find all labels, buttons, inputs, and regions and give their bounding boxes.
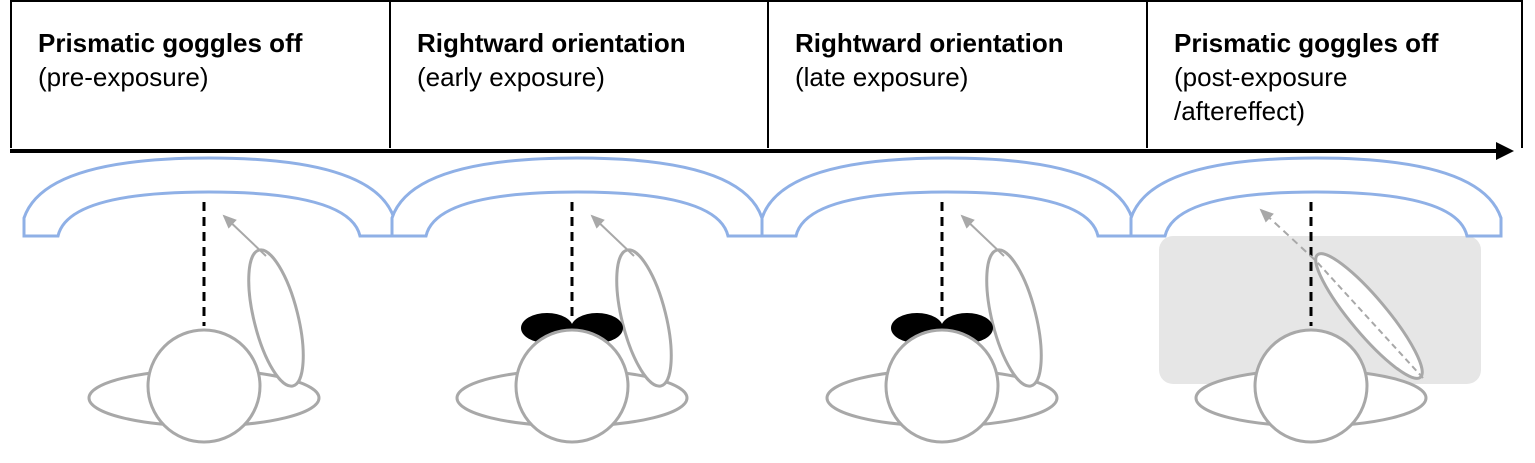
head-outline: [146, 328, 262, 444]
phase-post-exposure: Prismatic goggles off (post-exposure /af…: [1148, 2, 1521, 148]
phase-title: Rightward orientation: [795, 28, 1064, 58]
phase-late-exposure: Rightward orientation (late exposure): [769, 2, 1148, 148]
pointing-arrow: [590, 214, 635, 257]
phase-subtitle: (early exposure): [417, 62, 605, 92]
pointing-board: [390, 156, 764, 238]
phase-title: Rightward orientation: [417, 28, 686, 58]
phase-subtitle: (late exposure): [795, 62, 969, 92]
phase-title: Prismatic goggles off: [38, 28, 303, 58]
phase-subtitle: (post-exposure /aftereffect): [1174, 62, 1348, 126]
head-outline: [514, 328, 630, 444]
pointing-board: [760, 156, 1134, 238]
phase-subtitle: (pre-exposure): [38, 62, 209, 92]
phase-pre-exposure: Prismatic goggles off (pre-exposure): [12, 2, 391, 148]
pointing-board: [1129, 156, 1503, 238]
head-outline: [884, 328, 1000, 444]
phase-title: Prismatic goggles off: [1174, 28, 1439, 58]
head-outline: [1253, 328, 1369, 444]
pointing-board: [22, 156, 396, 238]
timeline-header: Prismatic goggles off (pre-exposure) Rig…: [10, 0, 1523, 148]
phase-early-exposure: Rightward orientation (early exposure): [391, 2, 769, 148]
pointing-arrow: [960, 214, 1005, 257]
pointing-arrow: [222, 214, 267, 257]
arm-dashed-axis: [1316, 261, 1424, 379]
pointing-arrow-aftereffect: [1259, 208, 1316, 261]
timeline-arrowhead: [1496, 142, 1514, 160]
